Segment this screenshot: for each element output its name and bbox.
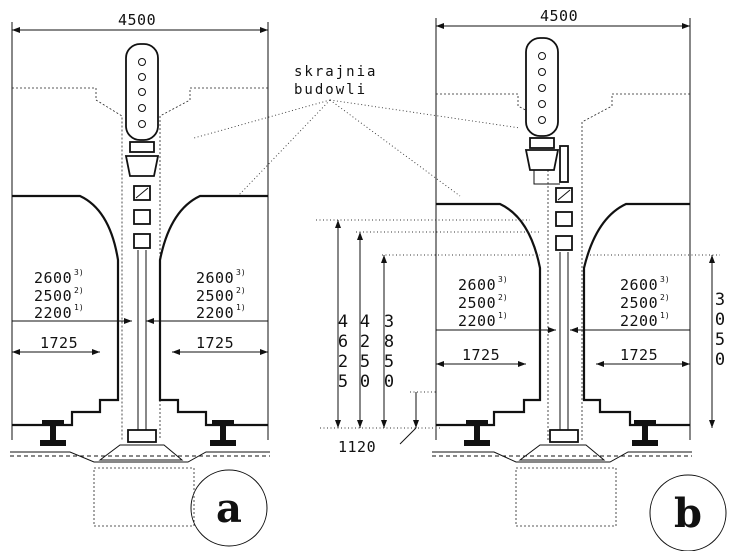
half-a-left: 1725 [40,334,78,352]
half-a-right: 1725 [196,334,234,352]
panel-a-letter: a [216,485,242,532]
panel-b: 4500 [316,7,730,551]
height-b-1-d1: 4625 [333,312,353,392]
dim-b-left-2: 2500 [458,294,496,312]
height-b-3: 3850 [379,312,399,392]
dim-b-left-1: 2600 [458,276,496,294]
note-a-right-2: 2) [236,286,246,295]
structure-gauge-label: skrajnia budowli [193,64,521,197]
note-b-right-2: 2) [660,293,670,302]
dim-a-left-3: 2200 [34,304,72,322]
dim-b-right-1: 2600 [620,276,658,294]
height-b-2: 4250 [355,312,375,392]
note-b-left-1: 3) [498,275,508,284]
half-b-right: 1725 [620,346,658,364]
note-a-left-3: 1) [74,303,84,312]
note-b-right-3: 1) [660,311,670,320]
note-a-left-1: 3) [74,268,84,277]
dim-a-right-2: 2500 [196,287,234,305]
width-label-b: 4500 [540,7,578,25]
note-a-right-1: 3) [236,268,246,277]
dim-a-right-1: 2600 [196,269,234,287]
height-right-b: 3050 [710,290,730,370]
dim-a-left-2: 2500 [34,287,72,305]
note-b-left-3: 1) [498,311,508,320]
dim-a-left-1: 2600 [34,269,72,287]
note-b-left-2: 2) [498,293,508,302]
panel-a: 4500 2600 [10,11,270,547]
label-line-1: skrajnia [294,64,377,80]
note-a-left-2: 2) [74,286,84,295]
half-b-left: 1725 [462,346,500,364]
note-a-right-3: 1) [236,303,246,312]
low-height-b: 1120 [338,438,376,456]
dim-a-right-3: 2200 [196,304,234,322]
width-label-a: 4500 [118,11,156,29]
dim-b-right-3: 2200 [620,312,658,330]
dim-b-left-3: 2200 [458,312,496,330]
panel-b-letter: b [674,490,702,537]
label-line-2: budowli [294,82,367,98]
note-b-right-1: 3) [660,275,670,284]
dim-b-right-2: 2500 [620,294,658,312]
